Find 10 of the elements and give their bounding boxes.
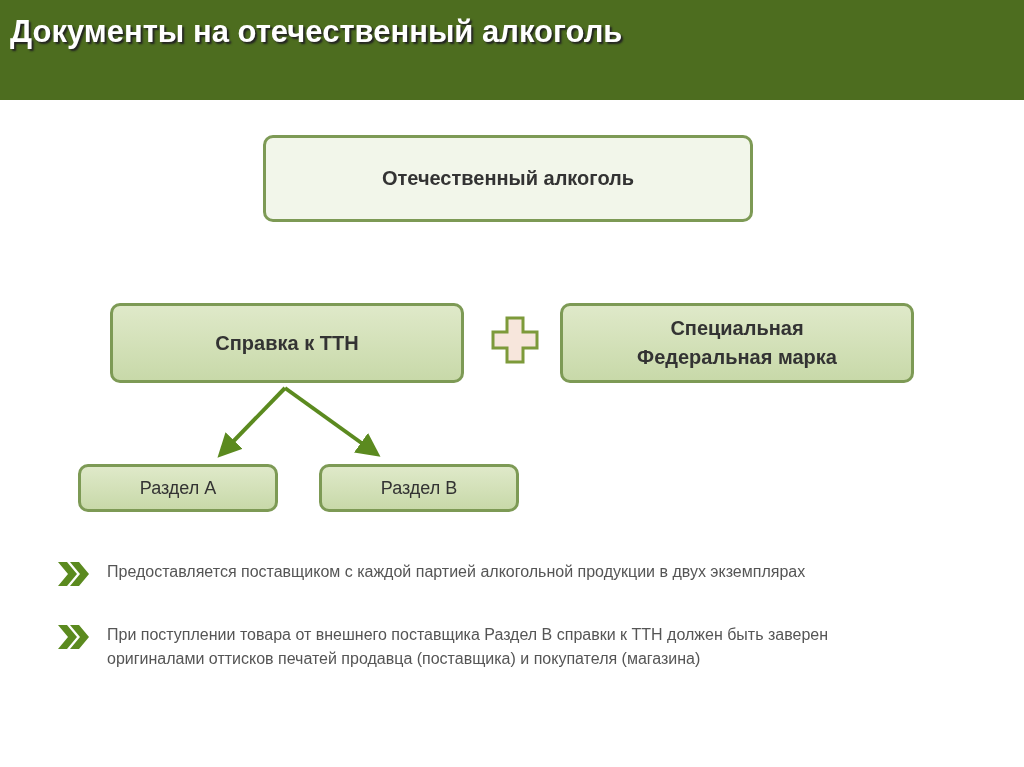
bullet-text: Предоставляется поставщиком с каждой партией алкогольной продукции в двух экземплярах: [107, 562, 807, 582]
arrow: [283, 386, 381, 457]
text-box: Специальная Федеральная марка: [560, 303, 914, 383]
text-box: Раздел В: [319, 464, 519, 512]
text-box: Отечественный алкоголь: [263, 135, 753, 222]
arrow: [217, 386, 287, 458]
text-box: Справка к ТТН: [110, 303, 464, 383]
bullet-text: При поступлении товара от внешнего поставщика Раздел В справки к ТТН должен быть заверен оригиналами оттисков печатей продавца (поставщика) и покупателя (магазина): [107, 625, 829, 669]
slide-title: Документы на отечественный алкоголь: [10, 14, 623, 50]
text-box: Раздел А: [78, 464, 278, 512]
